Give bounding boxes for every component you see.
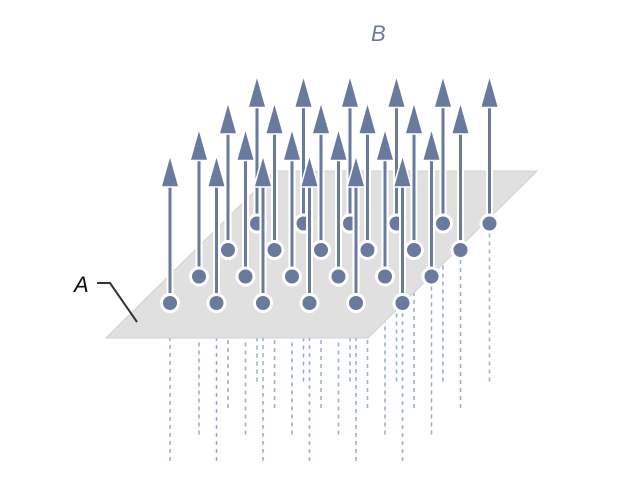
surface-label: A [72,272,89,297]
field-arrow-2-1 [264,99,285,260]
arrow-origin-dot [404,240,424,260]
arrow-origin-dot [346,293,366,313]
arrow-head [328,125,349,162]
arrow-head [264,99,285,135]
arrow-head [340,72,360,109]
arrow-origin-dot [479,213,500,234]
arrow-origin-dot [433,213,453,234]
field-arrow-0-3 [299,152,320,313]
field-arrow-2-5 [450,99,471,260]
arrow-origin-dot [421,266,442,287]
arrow-head [450,99,471,135]
arrow-origin-dot [282,266,302,287]
field-arrow-0-4 [346,152,366,313]
arrow-head [311,99,331,135]
arrow-head [160,152,180,188]
arrow-head [253,152,273,188]
field-arrow-1-4 [375,125,395,287]
arrow-origin-dot [160,293,180,313]
arrow-head [404,99,424,135]
field-arrow-3-3 [386,72,407,234]
arrow-head [282,125,302,162]
arrow-origin-dot [206,293,227,313]
arrow-head [386,72,407,109]
arrow-origin-dot [357,240,378,260]
field-arrow-0-2 [253,152,273,313]
arrow-origin-dot [311,240,331,260]
field-arrow-0-1 [206,152,227,313]
field-arrow-1-3 [328,125,349,287]
field-arrow-3-5 [479,72,500,234]
field-label: B [371,21,386,46]
arrow-origin-dot [450,240,471,260]
arrow-head [346,152,366,188]
arrow-origin-dot [328,266,349,287]
arrow-head [235,125,256,162]
arrow-head [421,125,442,162]
arrow-origin-dot [235,266,256,287]
arrow-head [247,72,267,109]
surface-label-leader [97,282,138,323]
arrow-head [206,152,227,188]
field-arrow-2-2 [311,99,331,260]
arrow-head [189,125,209,162]
field-arrow-1-5 [421,125,442,287]
arrow-head [357,99,378,135]
arrow-head [392,152,413,188]
field-arrows [160,72,500,313]
arrow-head [433,72,453,109]
arrow-origin-dot [253,293,273,313]
field-arrow-2-4 [404,99,424,260]
arrow-head [299,152,320,188]
arrow-head [375,125,395,162]
arrow-origin-dot [392,293,413,313]
field-arrow-2-0 [218,99,238,260]
field-arrow-3-0 [247,72,267,234]
field-arrow-3-4 [433,72,453,234]
arrow-origin-dot [299,293,320,313]
arrow-origin-dot [375,266,395,287]
field-arrow-1-1 [235,125,256,287]
arrow-head [479,72,500,109]
arrow-head [293,72,314,109]
field-arrow-0-5 [392,152,413,313]
arrow-origin-dot [218,240,238,260]
field-arrow-1-2 [282,125,302,287]
field-arrow-1-0 [189,125,209,287]
field-arrow-0-0 [160,152,180,313]
arrow-origin-dot [189,266,209,287]
arrow-origin-dot [264,240,285,260]
arrow-head [218,99,238,135]
